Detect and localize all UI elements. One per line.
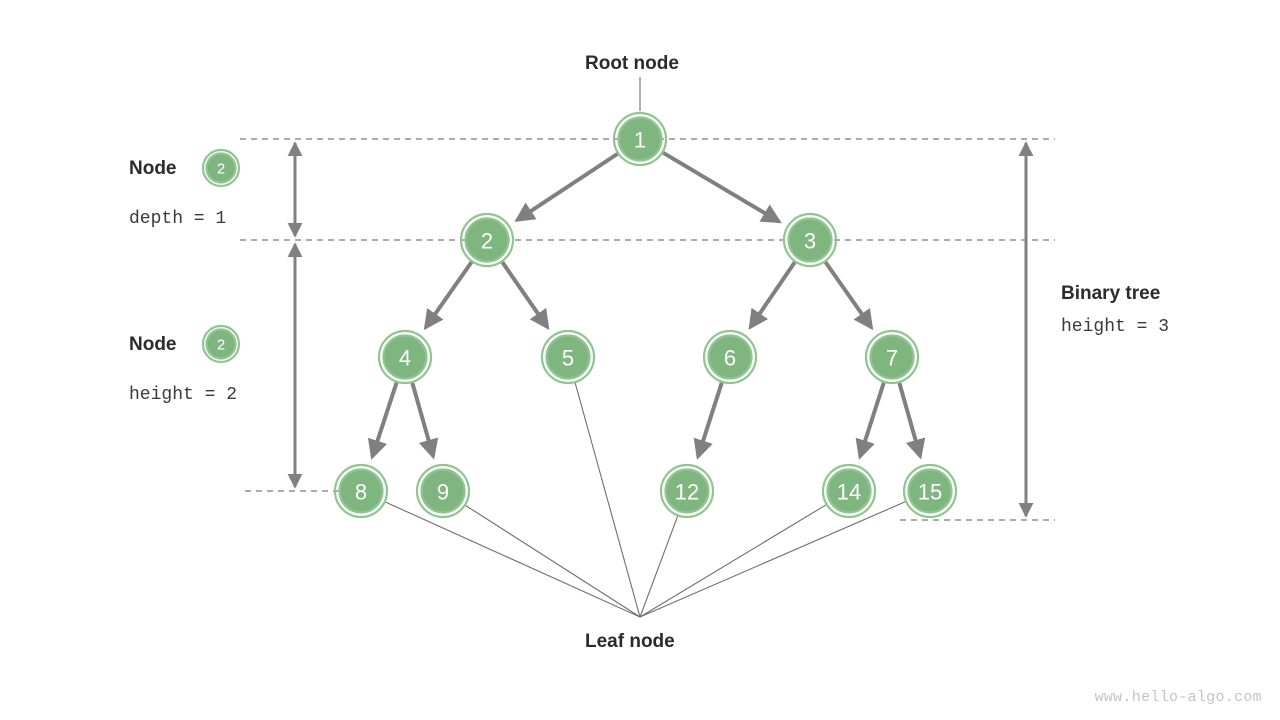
left-top-annotation-title: Node <box>129 158 177 179</box>
badge-fill-circle <box>205 328 237 360</box>
left-bottom-annotation-badge: 2 <box>201 324 241 364</box>
node-value-label: 2 <box>481 229 493 254</box>
right-annotation-detail: height = 3 <box>1061 317 1170 337</box>
node-value-label: 1 <box>634 128 646 153</box>
node-fill-circle <box>464 217 510 263</box>
node-outer-ring <box>459 212 515 268</box>
site-watermark: www.hello-algo.com <box>1094 689 1262 706</box>
leaf-leader-lines <box>385 382 906 618</box>
node-value-label: 14 <box>837 480 861 505</box>
node-fill-circle <box>907 468 953 514</box>
tree-edge <box>514 152 619 222</box>
tree-node-8[interactable]: 8 <box>333 463 389 519</box>
tree-node-5[interactable]: 5 <box>540 329 596 385</box>
tree-node-4[interactable]: 4 <box>377 329 433 385</box>
tree-node-3[interactable]: 3 <box>782 212 838 268</box>
badge-value-label: 2 <box>217 161 225 178</box>
tree-edge <box>500 261 550 331</box>
tree-node-7[interactable]: 7 <box>864 329 920 385</box>
tree-edge <box>748 261 797 330</box>
tree-edge <box>423 260 474 331</box>
tree-node-2[interactable]: 2 <box>459 212 515 268</box>
node-value-label: 7 <box>886 346 898 371</box>
leaf-leader-line <box>465 505 641 618</box>
node-fill-circle <box>707 334 753 380</box>
node-outer-ring <box>540 329 596 385</box>
tree-edge <box>410 382 439 460</box>
tree-node-9[interactable]: 9 <box>415 463 471 519</box>
leaf-leader-line <box>639 501 906 618</box>
left-top-annotation-detail: depth = 1 <box>129 209 227 229</box>
leaf-leader-line <box>574 382 641 618</box>
root-node-label: Root node <box>585 53 679 74</box>
node-fill-circle <box>787 217 833 263</box>
node-fill-circle <box>869 334 915 380</box>
tree-node-6[interactable]: 6 <box>702 329 758 385</box>
right-annotation-title: Binary tree <box>1061 283 1161 304</box>
leaf-leader-line <box>385 501 641 618</box>
node-value-label: 9 <box>437 480 449 505</box>
tree-edge <box>855 382 886 460</box>
node-value-label: 4 <box>399 346 411 371</box>
node-outer-ring <box>415 463 471 519</box>
leaf-leader-line <box>639 504 827 618</box>
node-fill-circle <box>338 468 384 514</box>
node-value-label: 5 <box>562 346 574 371</box>
node-value-label: 8 <box>355 480 367 505</box>
tree-node-1[interactable]: 1 <box>612 111 668 167</box>
node-fill-circle <box>545 334 591 380</box>
node-fill-circle <box>420 468 466 514</box>
node-value-label: 12 <box>675 480 699 505</box>
node-fill-circle <box>826 468 872 514</box>
node-value-label: 15 <box>918 480 942 505</box>
badge-fill-circle <box>205 152 237 184</box>
left-top-annotation-badge: 2 <box>201 148 241 188</box>
tree-edge <box>897 382 926 460</box>
node-outer-ring <box>702 329 758 385</box>
tree-edge <box>823 260 874 331</box>
tree-node-14[interactable]: 14 <box>821 463 877 519</box>
guide-lines <box>240 138 1055 521</box>
left-bottom-annotation-title: Node <box>129 334 177 355</box>
node-outer-ring <box>377 329 433 385</box>
tree-edge <box>662 151 782 224</box>
badge-value-label: 2 <box>217 337 225 354</box>
tree-node-15[interactable]: 15 <box>902 463 958 519</box>
node-outer-ring <box>612 111 668 167</box>
tree-node-12[interactable]: 12 <box>659 463 715 519</box>
badge-outer-ring <box>201 148 241 188</box>
tree-edge <box>693 382 724 460</box>
leaf-leader-line <box>639 516 679 618</box>
node-outer-ring <box>864 329 920 385</box>
badge-outer-ring <box>201 324 241 364</box>
tree-edge <box>367 382 399 460</box>
node-outer-ring <box>333 463 389 519</box>
left-bottom-annotation-detail: height = 2 <box>129 385 238 405</box>
node-outer-ring <box>821 463 877 519</box>
node-outer-ring <box>902 463 958 519</box>
dimension-arrows <box>287 141 1034 518</box>
node-value-label: 6 <box>724 346 736 371</box>
tree-edges <box>367 151 926 460</box>
node-outer-ring <box>782 212 838 268</box>
node-fill-circle <box>617 116 663 162</box>
node-value-label: 3 <box>804 229 816 254</box>
leaf-node-label: Leaf node <box>585 631 675 652</box>
badge-nodes: 22 <box>201 148 241 364</box>
node-fill-circle <box>664 468 710 514</box>
node-outer-ring <box>659 463 715 519</box>
node-fill-circle <box>382 334 428 380</box>
